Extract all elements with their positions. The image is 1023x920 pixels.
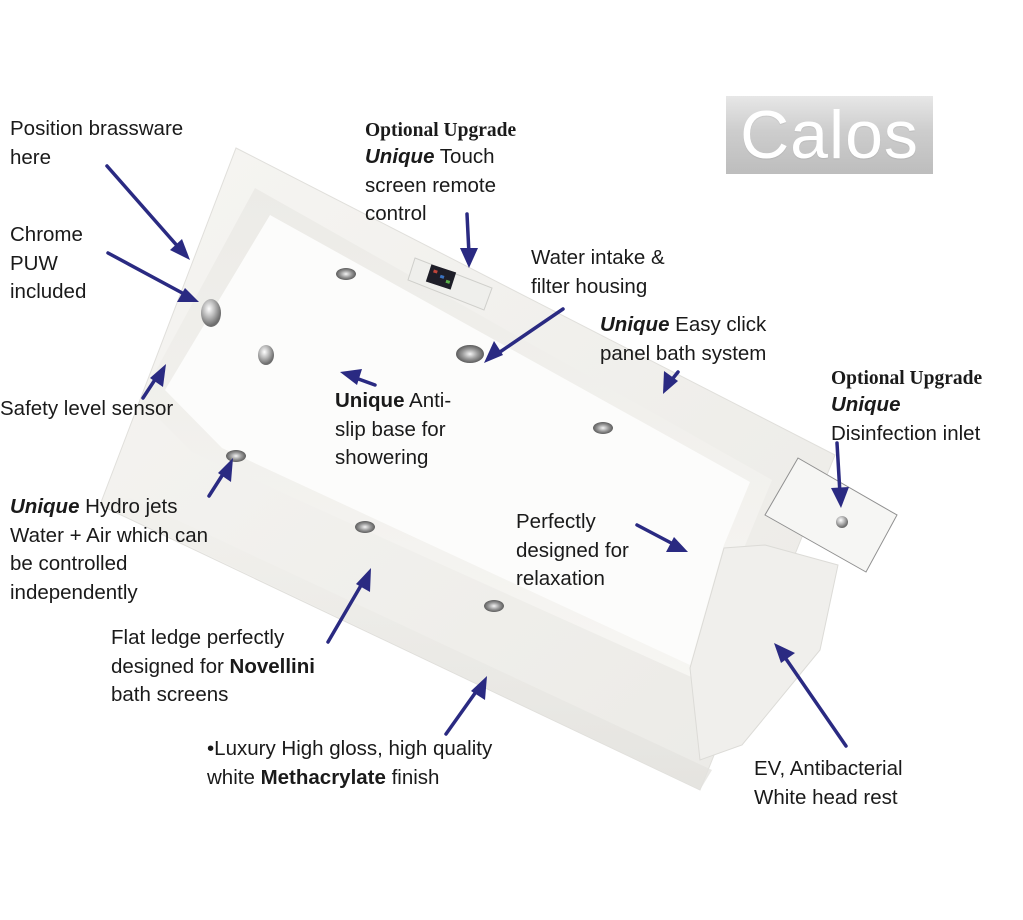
label-easy-click: Unique Easy click panel bath system (600, 311, 766, 368)
label-anti-slip: Unique Anti- slip base for showering (335, 387, 451, 473)
arrow-chrome-puw (108, 253, 199, 302)
label-water-intake: Water intake & filter housing (531, 244, 665, 301)
jet (336, 268, 356, 280)
chrome-puw (201, 299, 221, 327)
brand-name: Calos (740, 101, 919, 169)
label-touch-screen: Optional Upgrade Unique Touch screen rem… (365, 118, 516, 229)
jet (593, 422, 613, 434)
safety-sensor (258, 345, 274, 365)
arrow-luxury-finish (446, 676, 487, 734)
label-luxury-finish: •Luxury High gloss, high quality white M… (207, 735, 492, 792)
brand-logo: Calos (726, 96, 933, 174)
label-hydro-jets: Unique Hydro jets Water + Air which can … (10, 493, 208, 607)
label-flat-ledge: Flat ledge perfectly designed for Novell… (111, 624, 315, 710)
label-safety-sensor: Safety level sensor (0, 395, 173, 424)
jet (226, 450, 246, 462)
label-head-rest: EV, Antibacterial White head rest (754, 755, 903, 812)
water-intake (456, 345, 484, 363)
label-disinfection: Optional Upgrade Unique Disinfection inl… (831, 366, 982, 448)
label-position-brassware: Position brassware here (10, 115, 183, 172)
jet (484, 600, 504, 612)
jet (355, 521, 375, 533)
label-relaxation: Perfectly designed for relaxation (516, 508, 629, 594)
label-chrome-puw: Chrome PUW included (10, 221, 86, 307)
arrow-position-brassware (107, 166, 190, 260)
